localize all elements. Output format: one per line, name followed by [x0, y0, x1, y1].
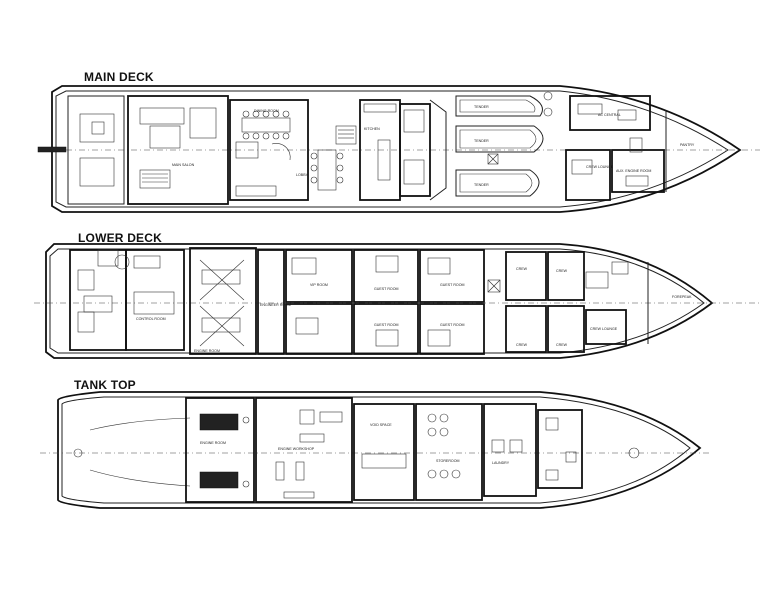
pantry-label: PANTRY [680, 143, 695, 147]
tender-2-label: TENDER [474, 139, 489, 143]
tank-engine-room-label: ENGINE ROOM [200, 441, 226, 445]
tank-top-title: TANK TOP [74, 378, 136, 392]
forepeak-label: FOREPEAK [672, 295, 692, 299]
tender-3-label: TENDER [474, 183, 489, 187]
control-room-label: CONTROL ROOM [136, 317, 166, 321]
guest-room-2-label: GUEST ROOM [374, 323, 399, 327]
storeroom-label: STOREROOM [436, 459, 460, 463]
tender-1-label: TENDER [474, 105, 489, 109]
crew-2-label: CREW [556, 269, 568, 273]
lower-deck-title: LOWER DECK [78, 231, 162, 245]
lower-deck-plan: CONTROL ROOM ENGINE ROOM ENGINEER ROOM V… [34, 243, 760, 359]
engine-room-label: ENGINE ROOM [194, 349, 220, 353]
guest-room-3-label: GUEST ROOM [440, 283, 465, 287]
main-deck-title: MAIN DECK [84, 70, 154, 84]
crew-4-label: CREW [556, 343, 568, 347]
kitchen-label: KITCHEN [364, 127, 380, 131]
lower-crew-lounge-label: CREW LOUNGE [590, 327, 618, 331]
ac-central-label: AC CENTRAL [598, 113, 621, 117]
tender-3 [455, 169, 540, 197]
laundry-label: LAUNDRY [492, 461, 510, 465]
aux-engine-room-label: AUX. ENGINE ROOM [616, 169, 651, 173]
main-deck-plan: MAIN SALON DINING ROOM LOBBY KITCHEN TEN… [37, 85, 760, 213]
vip-room-label: VIP ROOM [310, 283, 328, 287]
dining-room-label: DINING ROOM [254, 109, 279, 113]
tender-2 [455, 125, 544, 153]
lower-deck-hull [45, 243, 714, 359]
main-salon-label: MAIN SALON [172, 163, 195, 167]
crew-1-label: CREW [516, 267, 528, 271]
main-crew-lounge-label: CREW LOUNGE [586, 165, 614, 169]
engineer-room-label: ENGINEER ROOM [260, 303, 291, 307]
guest-room-1-label: GUEST ROOM [374, 287, 399, 291]
tank-top-hull [57, 391, 702, 509]
engine-workshop-label: ENGINE WORKSHOP [278, 447, 315, 451]
guest-room-4-label: GUEST ROOM [440, 323, 465, 327]
tank-top-plan: ENGINE ROOM ENGINE WORKSHOP VOID SPACE S… [40, 391, 712, 509]
tender-1 [455, 95, 543, 117]
lobby-label: LOBBY [296, 173, 309, 177]
crew-3-label: CREW [516, 343, 528, 347]
void-space-label: VOID SPACE [370, 423, 392, 427]
main-deck-hull [51, 85, 742, 213]
